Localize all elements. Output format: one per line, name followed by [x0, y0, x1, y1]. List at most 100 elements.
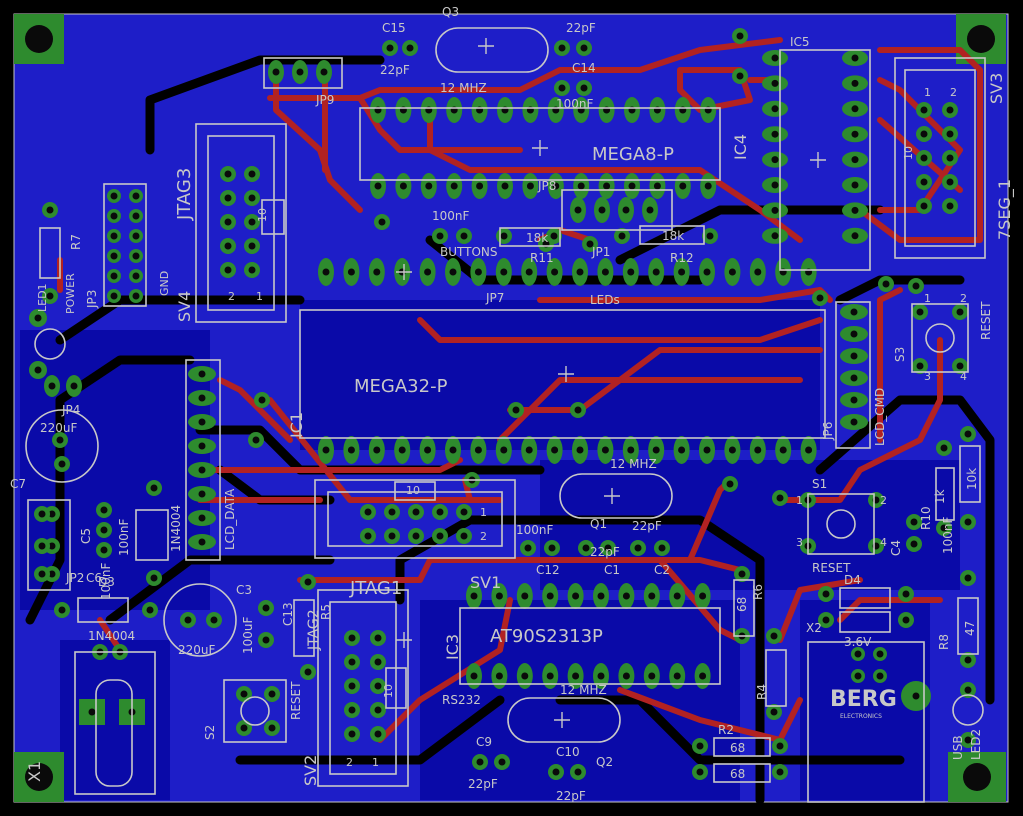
drill-hole [946, 154, 954, 162]
label-100nf-d: 100nF [117, 518, 131, 556]
drill-hole [374, 730, 382, 738]
origin-mark [810, 152, 826, 168]
label-led1: LED1 [36, 283, 49, 312]
drill-hole [603, 182, 611, 190]
label-mega8: MEGA8-P [592, 144, 674, 165]
drill-hole [198, 490, 206, 498]
drill-hole [728, 446, 736, 454]
label-pin1-f: 1 [924, 292, 931, 305]
drill-hole [876, 650, 884, 658]
drill-hole [770, 632, 778, 640]
drill-hole [703, 268, 711, 276]
label-q2: Q2 [596, 755, 613, 769]
drill-hole [597, 592, 605, 600]
drill-hole [132, 192, 140, 200]
drill-hole [436, 532, 444, 540]
label-pin3-b: 3 [924, 370, 931, 383]
drill-hole [706, 232, 714, 240]
drill-hole [558, 44, 566, 52]
drill-hole [436, 508, 444, 516]
drill-hole [771, 130, 779, 138]
drill-hole [552, 182, 560, 190]
drill-hole [374, 634, 382, 642]
drill-hole [574, 206, 582, 214]
drill-hole [779, 446, 787, 454]
drill-hole [653, 182, 661, 190]
label-jtag3: JTAG3 [174, 168, 195, 221]
drill-hole [386, 44, 394, 52]
drill-hole [634, 544, 642, 552]
label-jp6: JP6 [821, 422, 835, 441]
drill-hole [132, 232, 140, 240]
drill-hole [851, 181, 859, 189]
drill-hole [920, 202, 928, 210]
drill-hole [110, 252, 118, 260]
drill-hole [100, 546, 108, 554]
drill-hole [726, 480, 734, 488]
mounting-holes [14, 14, 1006, 802]
drill-hole [854, 650, 862, 658]
drill-hole [776, 768, 784, 776]
label-ic5: IC5 [790, 35, 810, 49]
label-x2: X2 [806, 621, 822, 635]
drill-hole [304, 578, 312, 586]
drill-hole [424, 268, 432, 276]
drill-hole [150, 484, 158, 492]
drill-hole [916, 308, 924, 316]
label-jp2: JP2 [65, 571, 84, 585]
drill-hole [224, 242, 232, 250]
drill-hole [946, 106, 954, 114]
label-100nf-c: 100nF [516, 523, 554, 537]
drill-hole [572, 592, 580, 600]
label-ic1: IC1 [287, 412, 306, 438]
drill-hole [248, 194, 256, 202]
label-pin4-a: 4 [880, 536, 887, 549]
label-jp8: JP8 [537, 179, 556, 193]
drill-hole [110, 232, 118, 240]
drill-hole [500, 232, 508, 240]
label-leds: LEDs [590, 293, 620, 307]
label-lcd-data: LCD_DATA [223, 488, 237, 550]
label-xtal-q2: 12 MHZ [560, 683, 607, 697]
drill-hole [525, 446, 533, 454]
label-s2: S2 [203, 725, 217, 740]
drill-hole [851, 130, 859, 138]
drill-hole [850, 308, 858, 316]
drill-hole [449, 446, 457, 454]
drill-hole [851, 206, 859, 214]
drill-hole [574, 406, 582, 414]
label-sv3: SV3 [987, 73, 1006, 104]
drill-hole [58, 460, 66, 468]
drill-hole [771, 232, 779, 240]
drill-hole [373, 268, 381, 276]
label-sv1: SV1 [470, 573, 501, 592]
label-pin2-f: 2 [960, 292, 967, 305]
drill-hole [38, 542, 46, 550]
drill-hole [920, 154, 928, 162]
drill-hole [501, 182, 509, 190]
drill-hole [46, 206, 54, 214]
drill-hole [399, 182, 407, 190]
label-xtal-q1: 12 MHZ [610, 457, 657, 471]
label-pin2-d: 2 [950, 86, 957, 99]
drill-hole [512, 406, 520, 414]
drill-hole [652, 268, 660, 276]
label-100uf: 100uF [241, 616, 255, 654]
drill-hole [58, 606, 66, 614]
drill-hole [252, 436, 260, 444]
drill-hole [48, 510, 56, 518]
drill-hole [198, 514, 206, 522]
label-x1: X1 [25, 761, 44, 782]
label-pin2-b: 2 [480, 530, 487, 543]
drill-hole [378, 218, 386, 226]
drill-hole [406, 44, 414, 52]
drill-hole [240, 724, 248, 732]
label-berg-sub: ELECTRONICS [840, 713, 882, 720]
label-1n4004-a: 1N4004 [169, 505, 183, 552]
drill-hole [586, 240, 594, 248]
label-r8: R8 [937, 634, 951, 650]
drill-hole [910, 540, 918, 548]
origin-mark [396, 632, 412, 648]
drill-hole [374, 682, 382, 690]
drill-hole [38, 510, 46, 518]
